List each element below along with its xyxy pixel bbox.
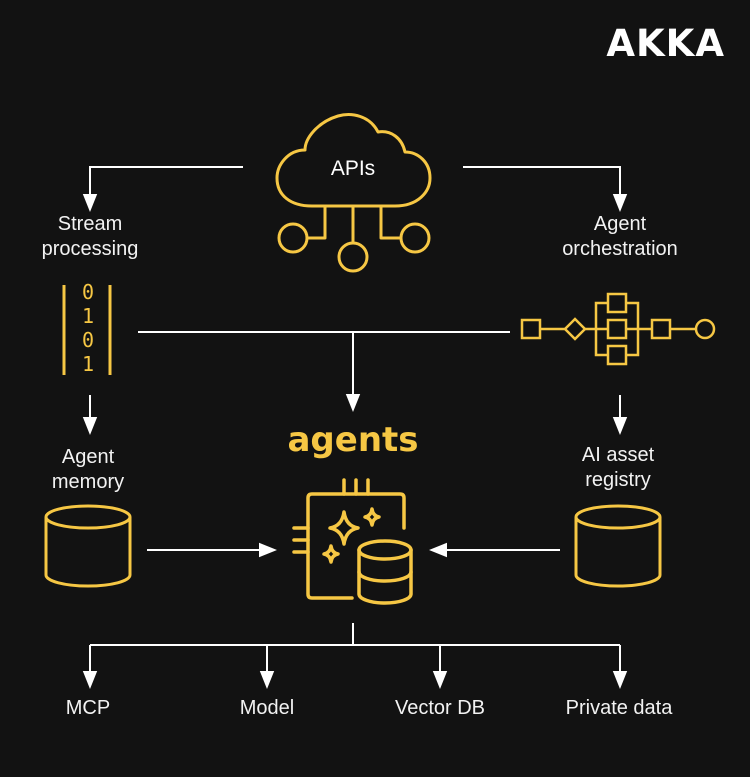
bit: 1 [81,304,95,328]
bit: 0 [81,328,95,352]
label-line: Agent [61,446,115,468]
output-private-data: Private data [565,697,673,719]
label-line: AI asset [581,444,655,466]
agent-orchestration-label: Agent orchestration [562,212,678,262]
ai-asset-registry-label: AI asset registry [582,443,654,493]
output-mcp: MCP [65,697,111,719]
output-model: Model [239,697,295,719]
agents-title: agents [287,420,419,460]
cloud-network-icon [275,113,432,273]
label-line: processing [41,238,139,260]
apis-label: APIs [330,157,376,180]
binary-stream-icon [62,285,112,375]
label-line: Stream [57,213,123,235]
label-line: Agent [593,213,647,235]
output-vector-db: Vector DB [394,697,486,719]
connector-apis-to-orchestration [463,166,628,212]
chip-sparkles-database-icon [292,478,413,605]
binary-bits: 0 1 0 1 [78,280,98,376]
database-cylinder-icon [44,504,132,588]
label-line: registry [585,469,651,491]
bit: 0 [81,280,95,304]
agent-memory-label: Agent memory [52,445,124,495]
workflow-icon [520,292,716,366]
connector-apis-to-stream [82,166,243,212]
bit: 1 [81,352,95,376]
stream-processing-label: Stream processing [42,212,139,262]
database-cylinder-icon [574,504,662,588]
label-line: orchestration [562,238,678,260]
akka-logo: AKKA [606,22,725,65]
label-line: memory [51,471,125,493]
